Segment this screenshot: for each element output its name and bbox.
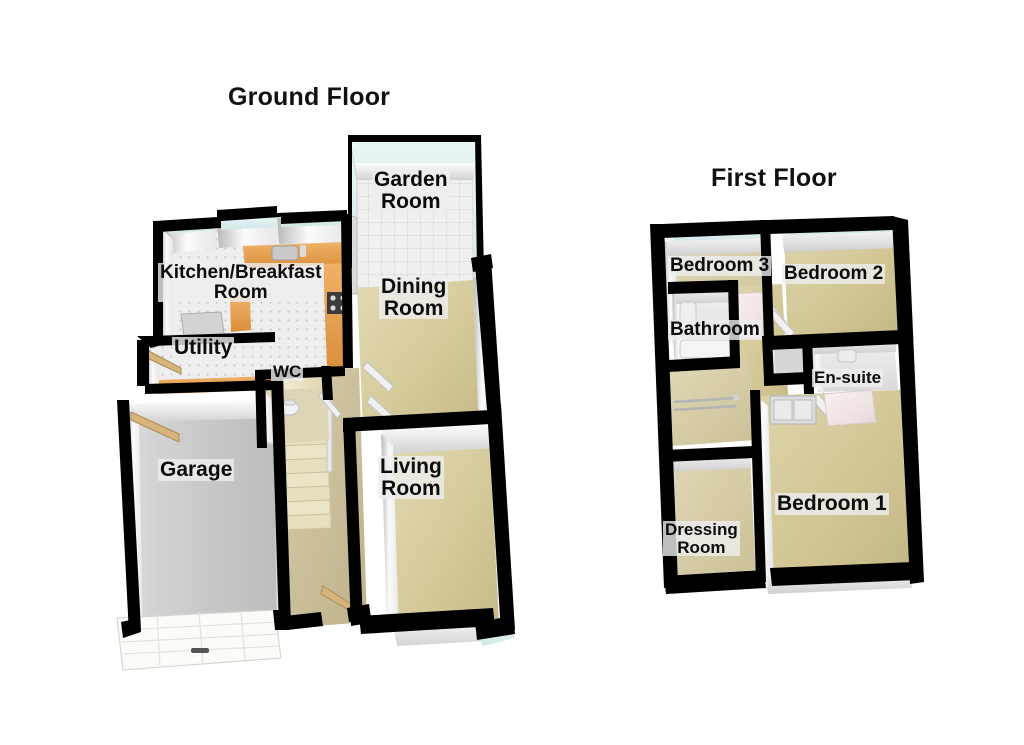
- ground-floor-plan: [95, 118, 545, 688]
- room-bathroom: [672, 284, 738, 366]
- first-floor-walls: [650, 216, 924, 594]
- room-garden: [344, 138, 481, 295]
- ground-floor-drawing: [116, 135, 515, 671]
- ground-floor-title: Ground Floor: [228, 83, 391, 111]
- first-floor-drawing: [650, 216, 924, 594]
- garage-door: [116, 609, 282, 671]
- first-floor-title: First Floor: [711, 164, 837, 192]
- first-floor-plan: [618, 190, 958, 605]
- first-floor-furniture: [729, 291, 877, 427]
